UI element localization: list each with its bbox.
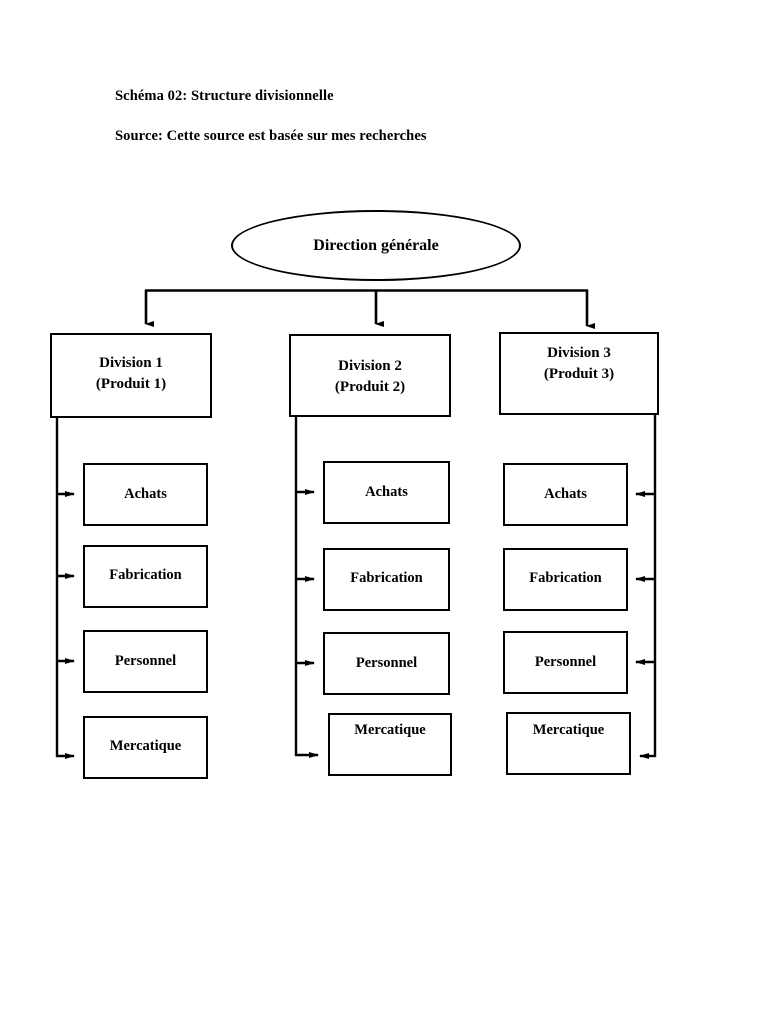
division-2-connectors (294, 417, 319, 758)
node-division-1-personnel-label: Personnel (114, 653, 177, 669)
node-division-2-mercatique-label: Mercatique (354, 722, 426, 738)
node-division-3-personnel[interactable]: Personnel (503, 631, 628, 694)
node-division-3-mercatique-label: Mercatique (532, 722, 605, 738)
node-division-2-mercatique[interactable]: Mercatique (328, 713, 452, 776)
node-division-1-achats-label: Achats (124, 486, 167, 502)
node-division-1[interactable]: Division 1 (Produit 1) (50, 333, 212, 418)
node-division-1-mercatique-label: Mercatique (109, 738, 182, 754)
node-division-1-fabrication[interactable]: Fabrication (83, 545, 208, 608)
node-division-1-mercatique[interactable]: Mercatique (83, 716, 208, 779)
node-division-2-personnel-label: Personnel (355, 655, 418, 671)
division-1-connectors (55, 417, 75, 759)
node-division-2-personnel[interactable]: Personnel (323, 632, 450, 695)
node-division-3-mercatique[interactable]: Mercatique (506, 712, 631, 775)
root-to-divisions-bus (144, 289, 595, 329)
node-division-1-label-line2: (Produit 1) (95, 376, 167, 392)
node-direction-generale[interactable]: Direction générale (231, 210, 521, 281)
node-division-2-label-line2: (Produit 2) (334, 379, 406, 395)
node-division-3-achats-label: Achats (544, 486, 587, 502)
page-title: Schéma 02: Structure divisionnelle (115, 88, 334, 104)
division-3-connectors (635, 415, 657, 759)
node-division-1-label-line1: Division 1 (99, 355, 163, 371)
node-division-2-label-line1: Division 2 (338, 358, 402, 374)
node-division-2[interactable]: Division 2 (Produit 2) (289, 334, 451, 417)
node-division-2-achats-label: Achats (365, 484, 408, 500)
node-division-1-personnel[interactable]: Personnel (83, 630, 208, 693)
node-division-2-achats[interactable]: Achats (323, 461, 450, 524)
node-division-3-fabrication[interactable]: Fabrication (503, 548, 628, 611)
node-division-1-achats[interactable]: Achats (83, 463, 208, 526)
node-division-3-personnel-label: Personnel (534, 654, 597, 670)
node-division-3-label-line2: (Produit 3) (543, 366, 615, 382)
node-division-3-achats[interactable]: Achats (503, 463, 628, 526)
node-division-3[interactable]: Division 3 (Produit 3) (499, 332, 659, 415)
node-division-3-fabrication-label: Fabrication (529, 570, 602, 586)
source-caption: Source: Cette source est basée sur mes r… (115, 128, 427, 144)
node-division-3-label-line1: Division 3 (547, 345, 611, 361)
node-division-1-fabrication-label: Fabrication (109, 567, 182, 583)
node-direction-generale-label: Direction générale (313, 236, 439, 254)
node-division-2-fabrication[interactable]: Fabrication (323, 548, 450, 611)
node-division-2-fabrication-label: Fabrication (350, 570, 423, 586)
